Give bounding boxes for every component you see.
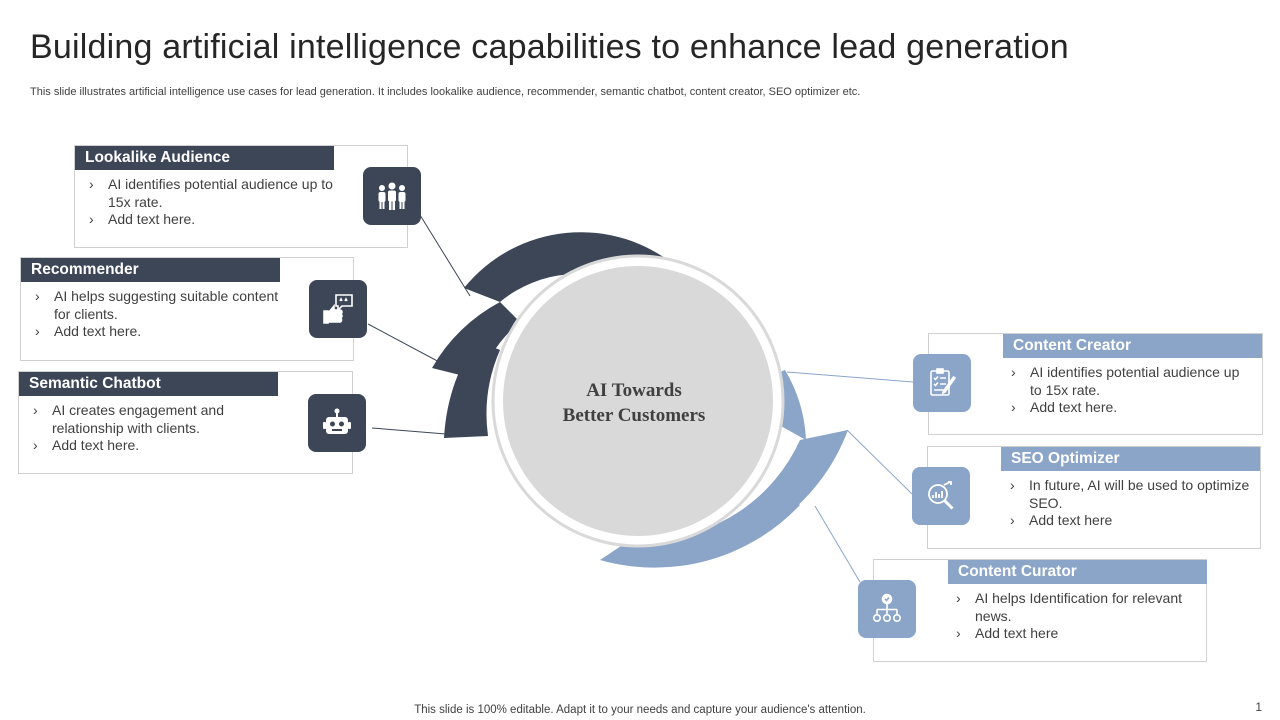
connector-line bbox=[814, 505, 861, 583]
card-content-curator: Content Curator AI helps Identification … bbox=[873, 559, 1207, 662]
arc-chatbot bbox=[444, 340, 500, 438]
slide-title: Building artificial intelligence capabil… bbox=[30, 28, 1069, 66]
bullet-item: In future, AI will be used to optimize S… bbox=[1010, 477, 1250, 512]
slide-footer: This slide is 100% editable. Adapt it to… bbox=[414, 704, 866, 716]
checklist-pen-icon bbox=[913, 354, 971, 412]
connector-line bbox=[786, 371, 914, 383]
bullet-item: Add text here bbox=[956, 625, 1196, 643]
bullet-list: AI helps suggesting suitable content for… bbox=[35, 288, 285, 341]
bullet-item: Add text here. bbox=[1011, 399, 1251, 417]
bullet-list: AI helps Identification for relevant new… bbox=[956, 590, 1196, 643]
center-label-line1: AI Towards bbox=[586, 380, 682, 401]
bullet-item: AI creates engagement and relationship w… bbox=[33, 402, 283, 437]
slide-subtitle: This slide illustrates artificial intell… bbox=[30, 86, 861, 98]
thumbs-up-rating-icon bbox=[309, 280, 367, 338]
card-content-creator: Content Creator AI identifies potential … bbox=[928, 333, 1263, 435]
page-number: 1 bbox=[1255, 700, 1262, 714]
bullet-item: Add text here. bbox=[35, 323, 285, 341]
card-heading: Semantic Chatbot bbox=[19, 372, 278, 396]
card-heading: Lookalike Audience bbox=[75, 146, 334, 170]
center-label-line2: Better Customers bbox=[562, 405, 706, 426]
arc-lookalike bbox=[464, 232, 678, 302]
bullet-item: Add text here. bbox=[89, 211, 339, 229]
bullet-item: Add text here. bbox=[33, 437, 283, 455]
card-heading: Content Curator bbox=[948, 560, 1207, 584]
bullet-item: AI helps Identification for relevant new… bbox=[956, 590, 1196, 625]
card-seo-optimizer: SEO Optimizer In future, AI will be used… bbox=[927, 446, 1261, 549]
bullet-item: AI helps suggesting suitable content for… bbox=[35, 288, 285, 323]
arc-seo-optimizer bbox=[650, 430, 848, 561]
connector-line bbox=[371, 427, 447, 435]
bullet-list: AI identifies potential audience up to 1… bbox=[1011, 364, 1251, 417]
center-label: AI Towards Better Customers bbox=[534, 378, 734, 428]
seo-magnifier-icon bbox=[912, 467, 970, 525]
center-circle bbox=[503, 266, 773, 536]
bullet-list: AI identifies potential audience up to 1… bbox=[89, 176, 339, 229]
card-recommender: Recommender AI helps suggesting suitable… bbox=[20, 257, 354, 361]
bullet-list: In future, AI will be used to optimize S… bbox=[1010, 477, 1250, 530]
card-heading: SEO Optimizer bbox=[1001, 447, 1260, 471]
people-group-icon bbox=[363, 167, 421, 225]
card-semantic-chatbot: Semantic Chatbot AI creates engagement a… bbox=[18, 371, 353, 474]
bullet-list: AI creates engagement and relationship w… bbox=[33, 402, 283, 455]
connector-line bbox=[419, 214, 471, 297]
hierarchy-check-icon bbox=[858, 580, 916, 638]
card-heading: Recommender bbox=[21, 258, 280, 282]
bullet-item: AI identifies potential audience up to 1… bbox=[1011, 364, 1251, 399]
connector-line bbox=[846, 429, 913, 495]
robot-icon bbox=[308, 394, 366, 452]
bullet-item: Add text here bbox=[1010, 512, 1250, 530]
card-lookalike-audience: Lookalike Audience AI identifies potenti… bbox=[74, 145, 408, 248]
card-heading: Content Creator bbox=[1003, 334, 1262, 358]
arc-content-curator bbox=[600, 490, 800, 568]
bullet-item: AI identifies potential audience up to 1… bbox=[89, 176, 339, 211]
